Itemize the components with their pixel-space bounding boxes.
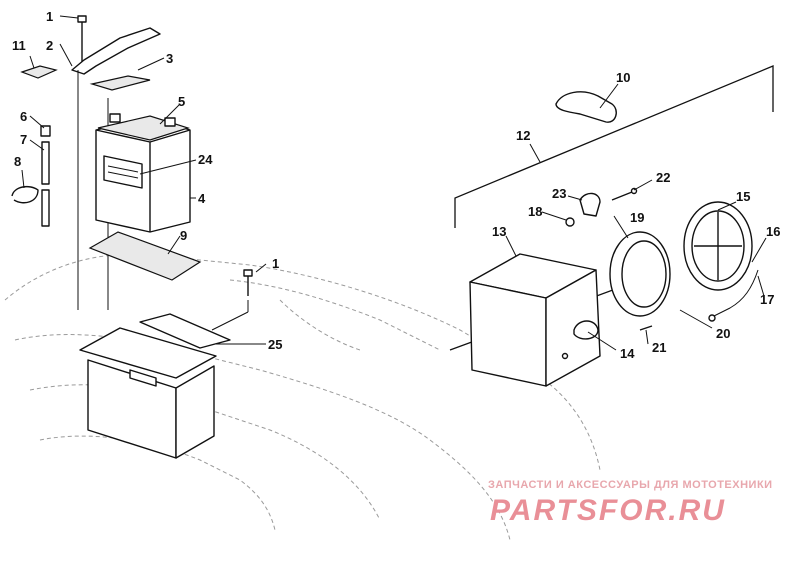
- callout-25: 25: [268, 337, 282, 352]
- callout-19: 19: [630, 210, 644, 225]
- callout-8: 8: [14, 154, 21, 169]
- watermark-tagline: ЗАПЧАСТИ И АКСЕССУАРЫ ДЛЯ МОТОТЕХНИКИ: [488, 479, 773, 491]
- pad-small: [20, 65, 58, 79]
- storage-box: [469, 253, 601, 387]
- callout-20: 20: [716, 326, 730, 341]
- callout-14: 14: [620, 346, 635, 361]
- callout-24: 24: [198, 152, 213, 167]
- callout-23: 23: [552, 186, 566, 201]
- vent-tube: [41, 141, 50, 185]
- callout-5: 5: [178, 94, 185, 109]
- clip-23: [579, 192, 601, 217]
- callout-16: 16: [766, 224, 780, 239]
- bolt-top: [77, 15, 87, 62]
- bolt-lower: [243, 269, 253, 296]
- callout-4: 4: [198, 191, 206, 206]
- hose-clip: [11, 185, 39, 204]
- battery-pad: [88, 231, 202, 281]
- callout-labels: 1 2 3 4 5 6 7 8 9 10 11 12 13 14 15 16 1…: [12, 9, 780, 361]
- bezel-ring: [609, 231, 671, 317]
- callout-7: 7: [20, 132, 27, 147]
- callout-15: 15: [736, 189, 750, 204]
- part-18: [565, 217, 575, 227]
- battery: [95, 113, 191, 233]
- callout-17: 17: [760, 292, 774, 307]
- callout-2: 2: [46, 38, 53, 53]
- callout-22: 22: [656, 170, 670, 185]
- callout-3: 3: [166, 51, 173, 66]
- lanyard: [713, 269, 759, 317]
- lid: [683, 201, 753, 291]
- strap-pad: [89, 75, 151, 91]
- storage-box-assembly: [449, 65, 774, 387]
- vent-tube-lower: [41, 189, 50, 227]
- callout-18: 18: [528, 204, 542, 219]
- callout-21: 21: [652, 340, 666, 355]
- battery-assembly: [11, 15, 253, 459]
- callout-12: 12: [516, 128, 530, 143]
- leader-lines: [21, 15, 767, 351]
- callout-10: 10: [616, 70, 630, 85]
- callout-1: 1: [46, 9, 53, 24]
- watermark-brand: PARTSFOR.RU: [490, 494, 726, 527]
- callout-9: 9: [180, 228, 187, 243]
- callout-13: 13: [492, 224, 506, 239]
- part-10: [555, 91, 617, 123]
- battery-box: [79, 313, 231, 459]
- hold-down-strap: [71, 27, 161, 75]
- watermark: ЗАПЧАСТИ И АКСЕССУАРЫ ДЛЯ МОТОТЕХНИКИ PA…: [488, 479, 773, 527]
- assembly-frame: [454, 65, 774, 228]
- vehicle-body-outline: [4, 253, 601, 541]
- callout-6: 6: [20, 109, 27, 124]
- callout-1-lower: 1: [272, 256, 279, 271]
- callout-11: 11: [12, 38, 26, 53]
- vent-elbow: [40, 125, 51, 137]
